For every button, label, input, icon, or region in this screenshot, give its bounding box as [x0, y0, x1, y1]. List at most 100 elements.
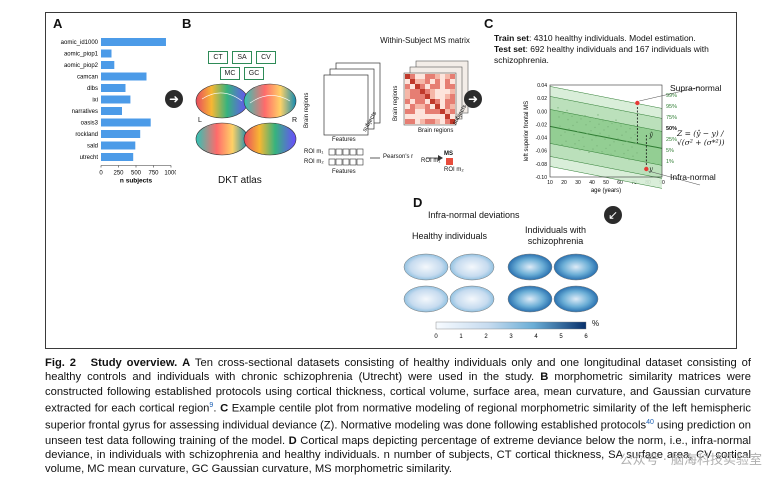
ms-matrix-cell — [435, 99, 440, 104]
ms-matrix-cell — [450, 84, 455, 89]
ms-matrix-cell — [435, 74, 440, 79]
arrow-right-icon: ➜ — [165, 90, 183, 108]
point-y-label: y — [648, 166, 653, 173]
ms-matrix-cell — [420, 99, 425, 104]
ms-matrix-cell — [425, 79, 430, 84]
roi-feature-cell — [349, 148, 357, 156]
ms-matrix-cell — [445, 74, 450, 79]
x-axis-label: n subjects — [120, 178, 153, 185]
ms-matrix-cell — [420, 119, 425, 124]
ms-matrix-cell — [440, 94, 445, 99]
data-point — [630, 137, 632, 139]
watermark: 公众号 · 脑海科技实验室 — [619, 453, 762, 468]
ms-matrix-cell — [405, 74, 410, 79]
ms-matrix-cell — [430, 74, 435, 79]
data-point — [594, 126, 596, 129]
data-point — [564, 131, 566, 133]
c-y-tick-label: 0.00 — [537, 109, 547, 115]
ms-matrix-cell — [415, 74, 420, 79]
ms-matrix-cell — [410, 84, 415, 89]
ms-matrix-cell — [410, 99, 415, 104]
ms-matrix-cell — [415, 104, 420, 109]
ms-matrix-cell — [445, 94, 450, 99]
ms-matrix-cell — [435, 89, 440, 94]
centile-line — [549, 156, 663, 179]
data-point — [615, 119, 617, 121]
ms-matrix-cell — [450, 89, 455, 94]
ms-matrix-cell — [415, 84, 420, 89]
ms-matrix-cell — [430, 104, 435, 109]
data-point — [605, 147, 607, 150]
data-point — [558, 116, 560, 118]
ms-matrix-cell — [445, 89, 450, 94]
ms-matrix-cell — [445, 84, 450, 89]
bar-label: aomic_piop2 — [64, 63, 99, 69]
x-tick-label: 0 — [99, 171, 103, 177]
ms-matrix-cell — [435, 79, 440, 84]
data-point — [623, 152, 625, 155]
ms-matrix-cell — [410, 104, 415, 109]
c-y-tick-label: 0.04 — [537, 83, 547, 89]
data-point — [622, 143, 624, 146]
ms-matrix-cell — [435, 104, 440, 109]
ms-matrix-cell — [435, 119, 440, 124]
ms-matrix-cell — [420, 84, 425, 89]
ms-matrix-cell — [430, 94, 435, 99]
roi-feature-cell — [356, 148, 364, 156]
colorbar-tick-label: 4 — [534, 334, 538, 340]
panel-b-letter: B — [182, 16, 192, 31]
ms-matrix-cell — [425, 89, 430, 94]
data-point — [570, 146, 572, 148]
data-point — [590, 130, 592, 132]
c-y-tick-label: -0.06 — [536, 149, 548, 155]
hemi-left-label: L — [198, 117, 202, 124]
caption-b: B — [540, 371, 549, 384]
figure-caption: Fig. 2 Study overview. A Ten cross-secti… — [45, 357, 752, 476]
caption-c-ref[interactable]: 40 — [646, 419, 654, 427]
data-point — [599, 132, 601, 135]
x-tick-label: 750 — [148, 171, 159, 177]
ms-matrix-cell — [405, 94, 410, 99]
ms-matrix-cell — [415, 119, 420, 124]
ms-matrix-cell — [425, 84, 430, 89]
infra-pointer — [648, 170, 701, 186]
ms-matrix-cell — [410, 79, 415, 84]
train-set-text: : 4310 healthy individuals. Model estima… — [528, 33, 696, 43]
ms-matrix-cell — [405, 99, 410, 104]
roi-feature-cell — [356, 158, 364, 166]
data-point — [591, 139, 593, 141]
ms-matrix-cell — [420, 74, 425, 79]
bar-label: rockland — [75, 132, 98, 138]
ms-matrix-cell — [440, 84, 445, 89]
data-point — [573, 133, 575, 136]
data-point — [579, 149, 581, 151]
data-point — [631, 146, 633, 148]
bar-label: aomic_piop1 — [64, 52, 99, 58]
c-x-tick-label: 10 — [547, 180, 553, 186]
data-point — [611, 122, 613, 125]
bar-camcan — [101, 72, 147, 81]
brain-atlas-illustration — [195, 83, 297, 156]
c-y-tick-label: -0.04 — [536, 136, 548, 142]
c-y-tick-label: -0.10 — [536, 175, 548, 181]
caption-c: C — [220, 402, 229, 415]
roi-m2-label: ROI m₂ — [304, 159, 324, 165]
ms-matrix-cell — [440, 114, 445, 119]
data-point — [607, 126, 609, 128]
ms-matrix-cell — [410, 74, 415, 79]
ms-matrix-cell — [410, 94, 415, 99]
data-point — [582, 136, 584, 138]
ms-axis-regions: Brain regions — [393, 85, 399, 121]
data-point — [636, 152, 638, 154]
ms-matrix-cell — [415, 94, 420, 99]
panel-d-title: Infra-normal deviations — [428, 210, 520, 220]
roi-m1-label: ROI m₁ — [304, 149, 324, 155]
ms-matrix-cell — [425, 74, 430, 79]
ms-matrix-cell — [425, 94, 430, 99]
caption-b-ref[interactable]: 9 — [209, 402, 214, 410]
matrix-title: Within-Subject MS matrix — [380, 36, 470, 45]
cortical-deviation-maps — [403, 253, 599, 313]
ms-matrix-cell — [440, 89, 445, 94]
roi-features-label: Features — [332, 169, 356, 175]
